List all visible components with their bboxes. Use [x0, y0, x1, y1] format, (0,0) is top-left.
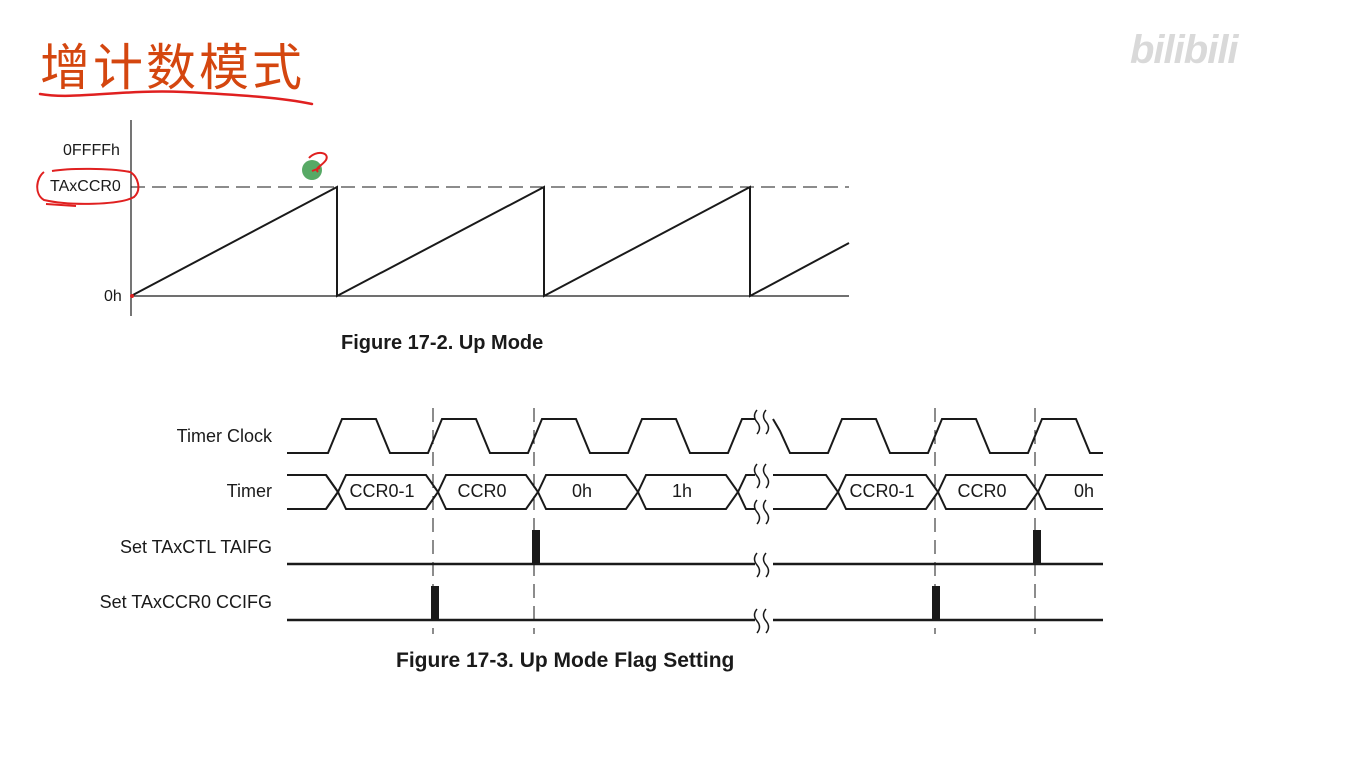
fig1-sawtooth	[130, 185, 850, 298]
slide-title: 增计数模式	[40, 39, 305, 97]
fig1-ylabel-ccr0: TAxCCR0	[50, 178, 121, 195]
timer-value: CCR0	[957, 481, 1007, 501]
timer-value: 0h	[571, 481, 593, 501]
timer-clock-waveform-2	[772, 418, 1103, 454]
ccr0-underline-annotation	[45, 203, 77, 207]
signal-label-timer: Timer	[226, 481, 272, 501]
fig1-caption: Figure 17-2. Up Mode	[341, 332, 544, 354]
timer-clock-waveform	[287, 418, 755, 454]
fig1-ylabel-max: 0FFFFh	[63, 142, 120, 159]
timer-bus-waveform	[287, 474, 1103, 510]
taifg-pulse-2	[1033, 530, 1041, 564]
signal-label-taifg: Set TAxCTL TAIFG	[119, 537, 272, 557]
signal-label-clock: Timer Clock	[176, 426, 272, 446]
ccr0-circle-annotation	[36, 167, 140, 205]
bilibili-logo: bilibili	[1130, 28, 1239, 72]
timer-value: 0h	[1073, 481, 1095, 501]
timer-value: CCR0	[457, 481, 507, 501]
cursor-scribble-annotation	[308, 152, 328, 173]
fig2-caption: Figure 17-3. Up Mode Flag Setting	[396, 649, 735, 672]
ccifg-pulse-1	[431, 586, 439, 620]
fig1-axes	[130, 120, 849, 316]
ccifg-pulse-2	[932, 586, 940, 620]
timer-value: CCR0-1	[849, 481, 915, 501]
fig2-event-markers	[432, 408, 1036, 634]
taifg-pulse-1	[532, 530, 540, 564]
timer-value: CCR0-1	[349, 481, 415, 501]
fig1-ylabel-zero: 0h	[104, 288, 122, 305]
signal-label-ccifg: Set TAxCCR0 CCIFG	[99, 592, 272, 612]
origin-dot	[130, 294, 134, 298]
time-break-marks	[753, 409, 770, 634]
title-underline-annotation	[38, 90, 314, 106]
timer-value: 1h	[671, 481, 693, 501]
